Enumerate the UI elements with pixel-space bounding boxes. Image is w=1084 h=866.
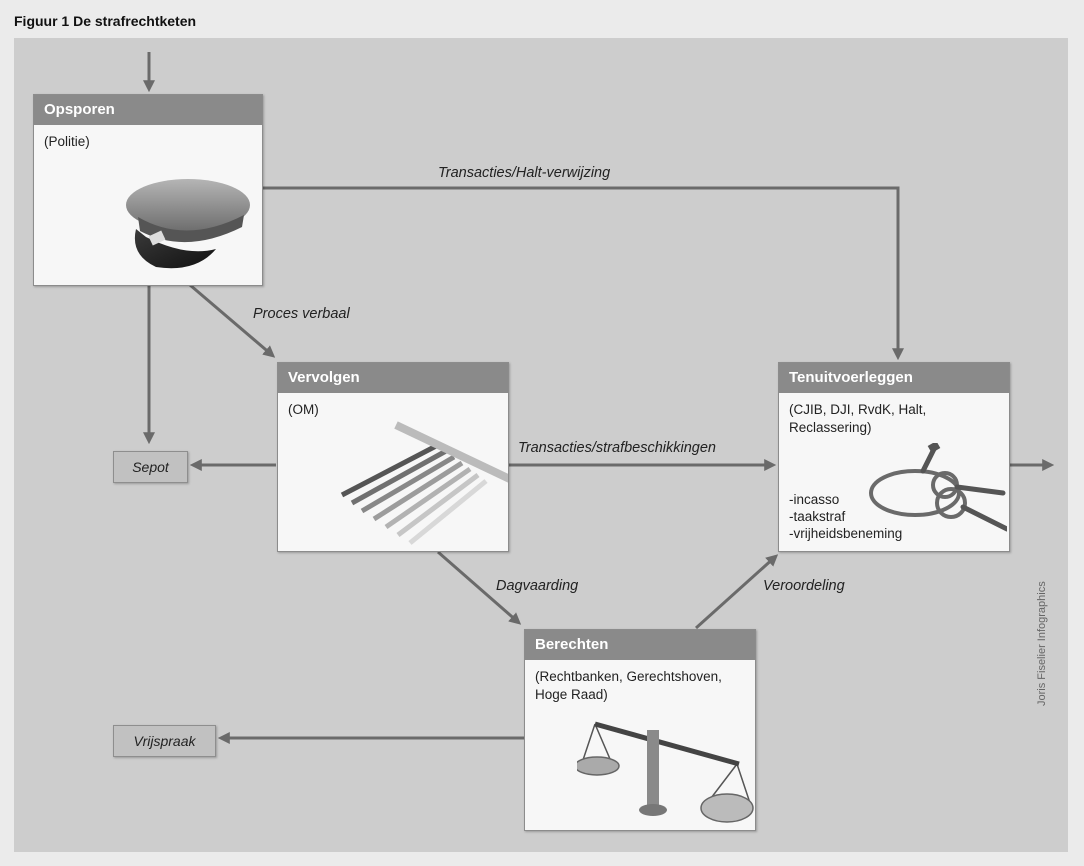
vervolgen-title: Vervolgen: [278, 363, 508, 393]
label-dagvaarding: Dagvaarding: [496, 578, 579, 594]
tenuitvoerleggen-subtitle: (CJIB, DJI, RvdK, Halt, Reclassering): [779, 393, 1009, 445]
police-cap-icon: [126, 179, 250, 269]
tenuitvoerleggen-list: -incasso -taakstraf -vrijheidsbeneming: [789, 491, 902, 542]
box-tenuitvoerleggen: Tenuitvoerleggen (CJIB, DJI, RvdK, Halt,…: [778, 362, 1010, 552]
label-transacties-halt: Transacties/Halt-verwijzing: [438, 165, 611, 181]
tenuitvoerleggen-subtitle-line1: (CJIB, DJI, RvdK, Halt,: [789, 402, 927, 417]
vrijspraak-box: Vrijspraak: [113, 725, 216, 757]
box-opsporen: Opsporen (Politie): [33, 94, 263, 286]
opsporen-subtitle: (Politie): [44, 134, 90, 149]
scales-icon: [577, 721, 754, 823]
box-vervolgen: Vervolgen (OM): [277, 362, 509, 552]
berechten-title: Berechten: [525, 630, 755, 660]
vervolgen-subtitle: (OM): [288, 402, 319, 417]
opsporen-title: Opsporen: [34, 95, 262, 125]
arrow-proces-verbaal: [189, 283, 276, 358]
sepot-box: Sepot: [113, 451, 188, 483]
berechten-subtitle-line1: (Rechtbanken, Gerechtshoven,: [535, 669, 722, 684]
tenuitvoerleggen-subtitle-line2: Reclassering): [789, 420, 872, 435]
documents-icon: [340, 421, 508, 545]
figure-title: Figuur 1 De strafrechtketen: [14, 13, 197, 29]
list-item: -vrijheidsbeneming: [789, 526, 903, 541]
box-berechten: Berechten (Rechtbanken, Gerechtshoven, H…: [524, 629, 756, 831]
keys-icon: [869, 443, 1007, 532]
label-proces-verbaal: Proces verbaal: [253, 306, 350, 322]
list-item: -incasso: [789, 492, 840, 507]
label-veroordeling: Veroordeling: [763, 578, 845, 594]
arrow-dagvaarding: [437, 550, 522, 625]
berechten-subtitle: (Rechtbanken, Gerechtshoven, Hoge Raad): [525, 660, 755, 712]
berechten-subtitle-line2: Hoge Raad): [535, 687, 608, 702]
list-item: -taakstraf: [789, 509, 846, 524]
credit-text: Joris Fiselier Infographics: [1036, 581, 1048, 706]
tenuitvoerleggen-title: Tenuitvoerleggen: [779, 363, 1009, 393]
label-transacties-straf: Transacties/strafbeschikkingen: [518, 440, 716, 456]
arrow-transacties-halt: [262, 186, 904, 361]
arrow-veroordeling: [694, 554, 779, 630]
